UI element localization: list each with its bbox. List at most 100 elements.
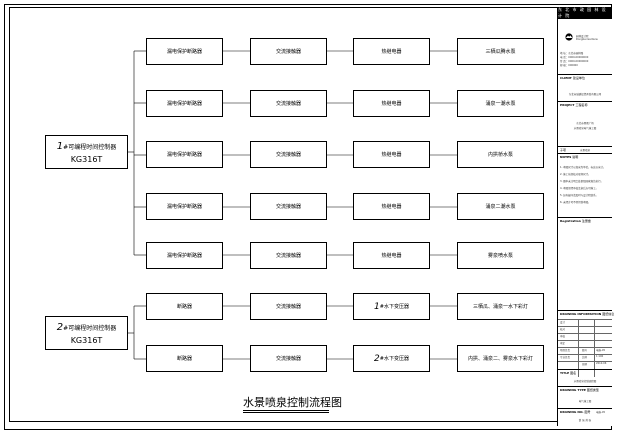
row-1-pump: 三栖瓜腾水泵 (457, 38, 544, 65)
row-6-breaker: 断路器 (146, 293, 223, 320)
address-line-2: 电 话：0000-00000000 (560, 56, 589, 59)
address-line-4: 邮 编：000000 (560, 64, 578, 67)
info-row-1: 设计 (560, 321, 566, 324)
controller-2-model: KG316T (70, 335, 103, 345)
diagram-caption: 水景喷泉控制流程图 (243, 396, 342, 409)
note-1: 1. 本图尺寸以毫米为单位，标高以米计。 (560, 166, 606, 169)
row-2-pump: 涌泉一潮水泵 (457, 90, 544, 117)
title-block-header: 东 北 市 政 园 林 设 计 院 (558, 7, 612, 19)
title-divider (558, 369, 612, 370)
info-row-5: 项目负责 (560, 349, 571, 352)
note-6: 6. 未经许可不得复制本图。 (560, 201, 591, 204)
row-3-pump: 内拱桥水泵 (457, 141, 544, 168)
type-value: 电气施工图 (578, 400, 592, 403)
row-4-contactor: 交流接触器 (250, 193, 327, 220)
info-row-6: 专业负责 (560, 356, 571, 359)
info-row-4: 审定 (560, 342, 566, 345)
note-2: 2. 施工前须核对现场尺寸。 (560, 173, 591, 176)
row-5-pump: 雾泉喷水泵 (457, 242, 544, 269)
info-right-val-1: 电施-05 (596, 349, 606, 352)
info-row-3: 审核 (560, 335, 566, 338)
row-7-transformer-number: 2 (374, 353, 380, 364)
row-3-contactor: 交流接触器 (250, 141, 327, 168)
subitem-label: 子项 (560, 148, 567, 152)
company-en: Dongbei Gardens (576, 38, 598, 41)
drawing-no-divider (558, 408, 612, 409)
client-value: 东北市城建投资开发有限公司 (568, 93, 602, 96)
notes-cn: 说明 (572, 155, 579, 159)
row-6-contactor: 交流接触器 (250, 293, 327, 320)
subitem-divider (558, 146, 612, 147)
title-value: 水景喷泉控制流程图 (573, 380, 597, 383)
controller-1-number: 1 (56, 140, 64, 152)
row-3-relay: 热继电器 (353, 141, 430, 168)
project-value-1: 东北市景观广场 (576, 122, 594, 125)
row-5-contactor: 交流接触器 (250, 242, 327, 269)
type-label: DRAWING TYPE (560, 388, 586, 392)
controller-1-label: #可编程时间控制器 (63, 143, 117, 151)
subitem-value: 水景喷泉 (580, 149, 591, 152)
controller-1: 1#可编程时间控制器 KG316T (45, 135, 128, 169)
row-2-breaker: 漏电保护断路器 (146, 90, 223, 117)
row-2-relay: 热继电器 (353, 90, 430, 117)
drawing-info-divider (558, 310, 612, 311)
sheet-count: 第 张 共 张 (578, 419, 592, 422)
address-line-3: 传 真：0000-00000000 (560, 60, 589, 63)
row-4-pump: 涌泉二潮水泵 (457, 193, 544, 220)
registration-divider (558, 217, 612, 218)
controller-1-model: KG316T (70, 154, 103, 164)
company-cn: 园林设计院 (576, 35, 589, 38)
drawing-no-cn: 图号 (584, 410, 591, 414)
row-6-transformer: 1#水下变压器 (353, 293, 430, 320)
title-block: 东 北 市 政 园 林 设 计 院 园林设计院 Dongbei Gardens … (557, 7, 615, 426)
info-row-2: 校对 (560, 328, 566, 331)
row-4-relay: 热继电器 (353, 193, 430, 220)
client-cn: 建设单位 (572, 76, 585, 80)
note-4: 4. 本图须经审核盖章后方可施工。 (560, 187, 599, 190)
info-right-1: 图号 (582, 349, 588, 352)
controller-2: 2#可编程时间控制器 KG316T (45, 316, 128, 350)
drawing-no-label: DRAWING NO. (560, 410, 584, 414)
drawing-info-cn: 图纸信息 (602, 312, 615, 316)
type-cn: 图纸类型 (586, 388, 599, 392)
client-divider (558, 74, 612, 75)
notes-divider (558, 153, 612, 154)
drawing-info-label: DRAWING INFORMATION (560, 312, 602, 316)
note-5: 5. 如有疑问请及时与设计院联系。 (560, 194, 599, 197)
info-right-3: 日期 (582, 363, 588, 366)
address-line-1: 地 址：东北市园林路 (560, 52, 584, 55)
caption-underline (243, 410, 329, 411)
row-5-breaker: 漏电保护断路器 (146, 242, 223, 269)
project-value-2: 水景喷泉电气施工图 (573, 127, 597, 130)
row-7-contactor: 交流接触器 (250, 345, 327, 372)
row-1-relay: 热继电器 (353, 38, 430, 65)
row-5-relay: 热继电器 (353, 242, 430, 269)
row-3-breaker: 漏电保护断路器 (146, 141, 223, 168)
row-2-contactor: 交流接触器 (250, 90, 327, 117)
note-3: 3. 图中未注明之处参照国家规范执行。 (560, 180, 604, 183)
info-right-val-3: 2010.06 (596, 362, 607, 365)
info-right-val-2: 1:100 (596, 355, 604, 358)
row-6-lights: 三栖瓜、涌泉一水下彩灯 (457, 293, 544, 320)
project-cn: 工程名称 (575, 103, 588, 107)
row-4-breaker: 漏电保护断路器 (146, 193, 223, 220)
type-divider (558, 386, 612, 387)
row-1-breaker: 漏电保护断路器 (146, 38, 223, 65)
project-label: PROJECT (560, 103, 575, 107)
row-6-transformer-number: 1 (374, 301, 380, 312)
client-label: CLIENT (560, 76, 572, 80)
company-logo-icon (565, 33, 573, 41)
row-7-transformer-label: #水下变压器 (379, 356, 409, 362)
controller-2-label: #可编程时间控制器 (63, 324, 117, 332)
drawing-no-value: 电施-05 (596, 411, 606, 414)
row-7-breaker: 断路器 (146, 345, 223, 372)
registration-cn: 注册章 (581, 219, 591, 223)
row-1-contactor: 交流接触器 (250, 38, 327, 65)
row-7-lights: 内拱、涌泉二、雾泉水下彩灯 (457, 345, 544, 372)
caption-underline-2 (243, 412, 329, 413)
registration-label: Registration (560, 219, 581, 223)
title-label: TITLE (560, 371, 570, 375)
notes-label: NOTES (560, 155, 572, 159)
controller-2-number: 2 (56, 321, 64, 333)
